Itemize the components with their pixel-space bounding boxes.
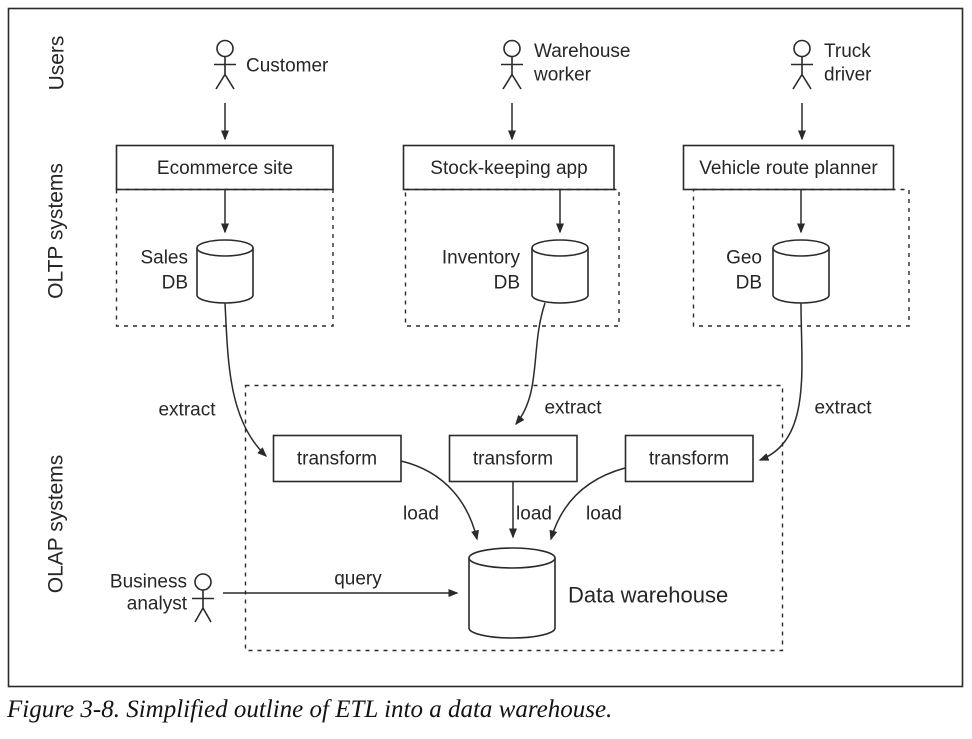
actor-label-truck: Truck [824, 41, 871, 62]
actor-label-driver: driver [824, 65, 872, 86]
load-arrow-3 [549, 467, 626, 541]
extract-arrow-geo [758, 302, 803, 461]
extract-arrow-inventory [515, 302, 546, 426]
box-label-transform-2: transform [473, 449, 553, 470]
data-warehouse-database-icon [468, 547, 556, 639]
data-warehouse-label: Data warehouse [568, 583, 728, 608]
box-label-stock-keeping-app: Stock-keeping app [430, 158, 587, 179]
analyst-label-business: Business [110, 572, 187, 593]
db-label-geo: Geo [726, 248, 762, 269]
truck-driver-person-icon [791, 39, 813, 90]
oltp-dashed-box-sales [115, 188, 334, 327]
box-vehicle-route-planner [682, 144, 895, 191]
inventory-database-icon [531, 239, 589, 304]
warehouse-worker-person-icon [501, 39, 523, 90]
load-arrow-1 [400, 460, 479, 541]
box-label-vehicle-route-planner: Vehicle route planner [699, 158, 878, 179]
db-label-sales-db: DB [162, 273, 188, 294]
olap-dashed-box [244, 384, 784, 652]
figure-frame [7, 7, 964, 688]
load-label-1: load [403, 504, 439, 525]
box-ecommerce-site [115, 144, 334, 191]
extract-label-sales: extract [158, 400, 216, 421]
lane-label-oltp-systems: OLTP systems [45, 163, 68, 299]
box-transform-2 [448, 434, 578, 483]
box-stock-keeping-app [402, 144, 615, 191]
lane-label-users: Users [46, 36, 69, 91]
extract-label-inventory: extract [544, 398, 602, 419]
lane-label-olap-systems: OLAP systems [45, 455, 68, 594]
oltp-dashed-box-inventory [404, 188, 620, 327]
box-label-ecommerce-site: Ecommerce site [157, 158, 293, 179]
business-analyst-person-icon [192, 573, 214, 623]
actor-label-worker: worker [533, 65, 592, 86]
box-label-transform-1: transform [297, 449, 377, 470]
figure-caption: Figure 3-8. Simplified outline of ETL in… [7, 696, 613, 723]
box-transform-3 [624, 434, 754, 483]
query-label: query [334, 569, 382, 590]
extract-label-geo: extract [814, 398, 872, 419]
db-label-inventory: Inventory [442, 248, 521, 269]
actor-label-warehouse: Warehouse [534, 41, 630, 62]
actor-label-customer: Customer [246, 56, 329, 77]
box-transform-1 [272, 434, 402, 483]
customer-person-icon [214, 39, 236, 90]
load-label-2: load [516, 504, 552, 525]
db-label-inventory-db: DB [494, 273, 520, 294]
sales-database-icon [196, 239, 254, 304]
load-label-3: load [586, 504, 622, 525]
analyst-label-analyst: analyst [127, 594, 188, 615]
geo-database-icon [772, 239, 830, 304]
db-label-geo-db: DB [736, 273, 762, 294]
extract-arrow-sales [224, 302, 268, 458]
box-label-transform-3: transform [649, 449, 729, 470]
db-label-sales: Sales [140, 248, 188, 269]
